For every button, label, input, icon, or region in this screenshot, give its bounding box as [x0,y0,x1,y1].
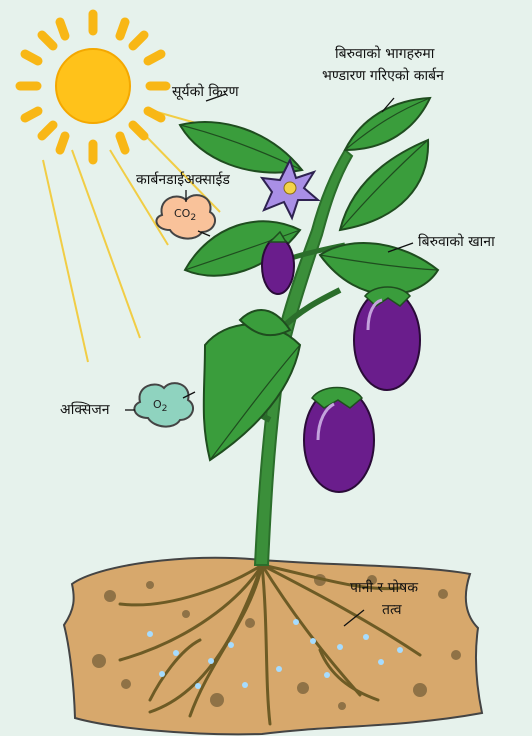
o2-subscript: 2 [162,403,168,414]
leaf-lower-left [204,324,300,460]
label-carbon-dioxide: कार्बनडाईअक्साईड [136,170,230,190]
label-carbon-stored-line2: भण्डारण गरिएको कार्बन [322,66,444,86]
o2-formula: O2 [153,398,168,414]
label-sunlight: सूर्यको किरण [172,82,239,102]
eggplant-icon [304,388,374,493]
o2-base: O [153,398,162,411]
label-oxygen: अक्सिजन [60,400,110,420]
sun-icon [20,14,166,160]
co2-formula: CO2 [174,207,196,223]
label-carbon-stored-line1: बिरुवाको भागहरुमा [335,44,434,64]
eggplant-icon [354,287,420,390]
label-plant-food: बिरुवाको खाना [418,232,495,252]
label-water-nutrients-line1: पानी र पोषक [350,578,418,598]
leaves [180,98,438,460]
co2-subscript: 2 [190,212,196,223]
co2-base: CO [174,207,190,220]
leaf-right-upper [340,140,428,230]
label-water-nutrients-line2: तत्व [382,600,401,620]
